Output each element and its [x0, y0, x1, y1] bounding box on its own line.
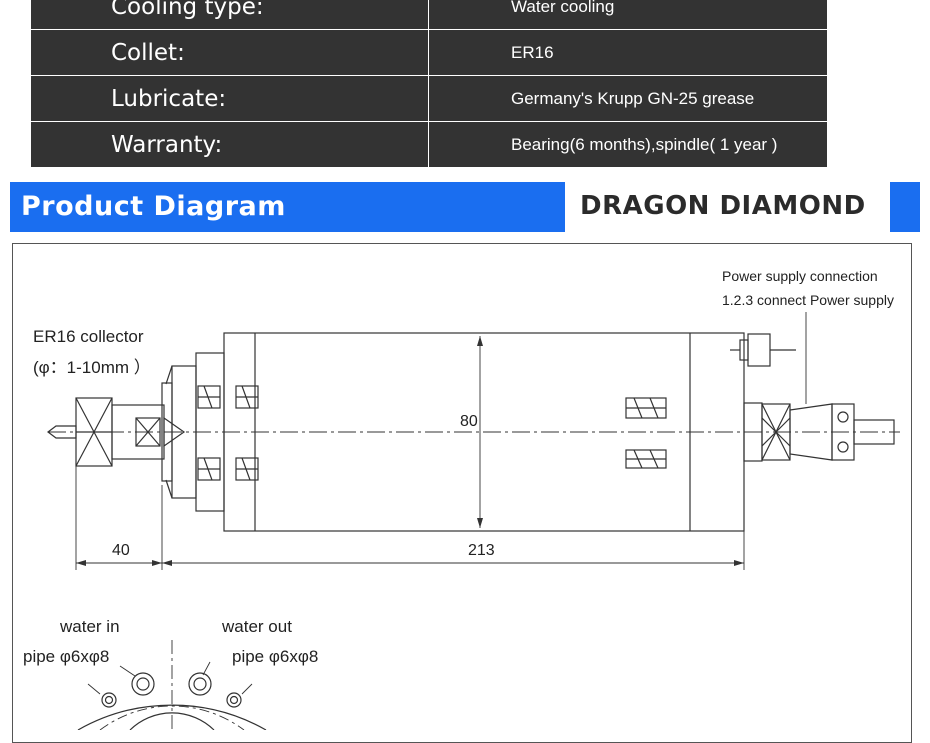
spec-row-warranty: Warranty: Bearing(6 months),spindle( 1 y…: [30, 121, 828, 168]
spec-value: ER16: [428, 29, 828, 76]
brand-name: DRAGON DIAMOND: [580, 191, 866, 221]
spec-value: Bearing(6 months),spindle( 1 year ): [428, 121, 828, 168]
spec-label: Cooling type:: [30, 0, 429, 30]
water-in-label: water in: [59, 617, 120, 636]
diameter-dimension: 80: [460, 413, 478, 430]
power-connector: [730, 312, 895, 462]
end-view: [77, 640, 267, 730]
collet-nose: [47, 397, 186, 467]
spindle-front-section: [161, 352, 259, 512]
spec-row-cooling: Cooling type: Water cooling: [30, 0, 828, 30]
dimension-lines: [75, 466, 745, 570]
water-out-pipe-label: pipe φ6xφ8: [232, 647, 318, 666]
section-banner: Product Diagram DRAGON DIAMOND: [10, 182, 920, 232]
water-out-label: water out: [221, 617, 292, 636]
spec-row-collet: Collet: ER16: [30, 29, 828, 76]
body-length-dimension: 213: [468, 542, 495, 559]
power-supply-label: Power supply connection: [722, 268, 878, 284]
power-supply-pins-label: 1.2.3 connect Power supply: [722, 292, 894, 308]
banner-accent: [890, 182, 920, 232]
spec-row-lubricate: Lubricate: Germany's Krupp GN-25 grease: [30, 75, 828, 122]
water-in-pipe-label: pipe φ6xφ8: [23, 647, 109, 666]
spec-table: Cooling type: Water cooling Collet: ER16…: [30, 0, 828, 168]
rear-bearings: [625, 397, 667, 469]
collector-label: ER16 collector: [33, 327, 144, 346]
spec-label: Collet:: [30, 29, 429, 76]
spec-label: Warranty:: [30, 121, 429, 168]
banner-title: Product Diagram: [21, 191, 286, 222]
nose-length-dimension: 40: [112, 542, 130, 559]
spec-value: Water cooling: [428, 0, 828, 30]
spec-label: Lubricate:: [30, 75, 429, 122]
collector-range-label: (φ：1-10mm ）: [33, 358, 151, 377]
spec-value: Germany's Krupp GN-25 grease: [428, 75, 828, 122]
banner-title-bar: Product Diagram: [10, 182, 565, 232]
